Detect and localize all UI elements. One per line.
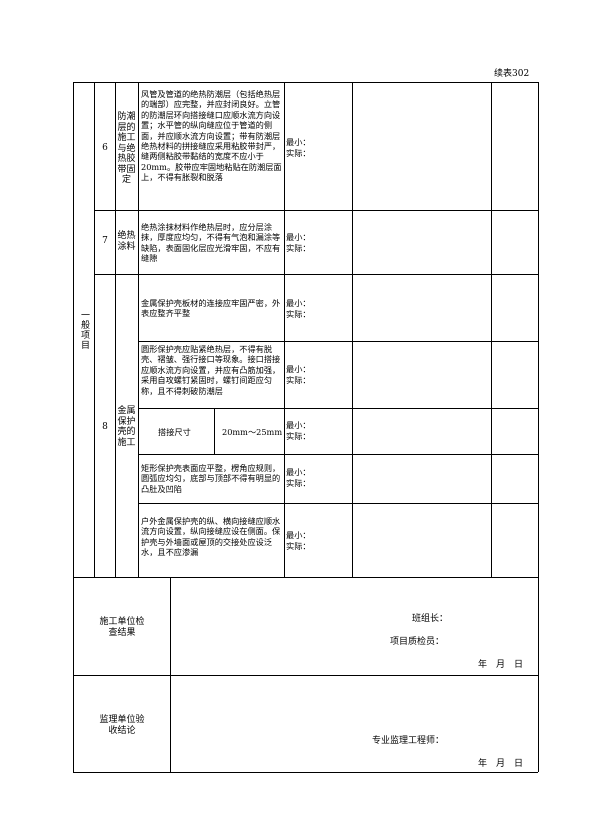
row-6-requirement: 风管及管道的绝热防潮层（包括绝热层的端部）应完整，并应封闭良好。立管的防潮层环向… [141, 89, 282, 183]
row-7-requirement: 绝热涂抹材料作绝热层时，应分层涂抹，厚度应均匀，不得有气泡和漏涂等缺陷，表面固化… [141, 222, 281, 264]
row-8-item-3-value: 20mm～25mm [222, 427, 283, 437]
row-8-item-3-min-label: 最小： [286, 420, 311, 430]
team-leader-label: 班组长： [412, 614, 449, 624]
row-8-item-5-actual-label: 实际： [286, 541, 311, 551]
row-8-item-1-requirement: 金属保护壳板材的连接应牢固严密，外表应整齐平整 [141, 298, 281, 319]
row-7-actual-label: 实际： [286, 243, 311, 253]
row-8-item-4-requirement: 矩形保护壳表面应平整，楞角应规则，圆弧应均匀，底部与顶部不得有明显的凸肚及凹陷 [141, 463, 281, 494]
row-8-item-3-label: 搭接尺寸 [158, 427, 191, 437]
section-label: 一般项目 [79, 310, 89, 350]
row-7-min-label: 最小： [286, 232, 311, 242]
row-6-min-label: 最小： [286, 137, 311, 147]
row-8-item-2-requirement: 圆形保护壳应贴紧绝热层，不得有脱壳、褶皱、强行接口等现象。接口搭接应顺水流方向设… [141, 344, 281, 396]
row-6-category: 防潮层的施工与绝热胶带固定 [117, 112, 136, 185]
supervision-date-label: 年 月 日 [478, 759, 524, 769]
row-8-item-4-min-label: 最小： [286, 467, 311, 477]
row-8-item-1-actual-label: 实际： [286, 309, 311, 319]
row-8-item-5-min-label: 最小： [286, 530, 311, 540]
row-8-item-1-min-label: 最小： [286, 298, 311, 308]
row-8-item-2-min-label: 最小： [286, 364, 311, 374]
page-label: 续表302 [494, 69, 530, 79]
row-7-category: 绝热涂料 [117, 231, 136, 252]
supervision-engineer-label: 专业监理工程师： [372, 736, 445, 746]
row-7-number: 7 [102, 236, 108, 246]
construction-date-label: 年 月 日 [478, 660, 524, 670]
row-6-number: 6 [102, 143, 108, 153]
row-8-category: 金属保护壳的施工 [117, 406, 136, 448]
row-8-item-5-requirement: 户外金属保护壳的纵、横向接缝应顺水流方向设置，纵向接缝应设在侧面。保护壳与外墙面… [141, 516, 281, 558]
supervision-conclusion-label: 监理单位验收结论 [99, 715, 145, 736]
quality-inspector-label: 项目质检员： [390, 637, 445, 647]
row-8-number: 8 [102, 422, 108, 432]
row-8-item-2-actual-label: 实际： [286, 375, 311, 385]
row-6-actual-label: 实际： [286, 148, 311, 158]
row-8-item-4-actual-label: 实际： [286, 478, 311, 488]
construction-result-label: 施工单位检查结果 [99, 617, 145, 638]
row-8-item-3-actual-label: 实际： [286, 431, 311, 441]
